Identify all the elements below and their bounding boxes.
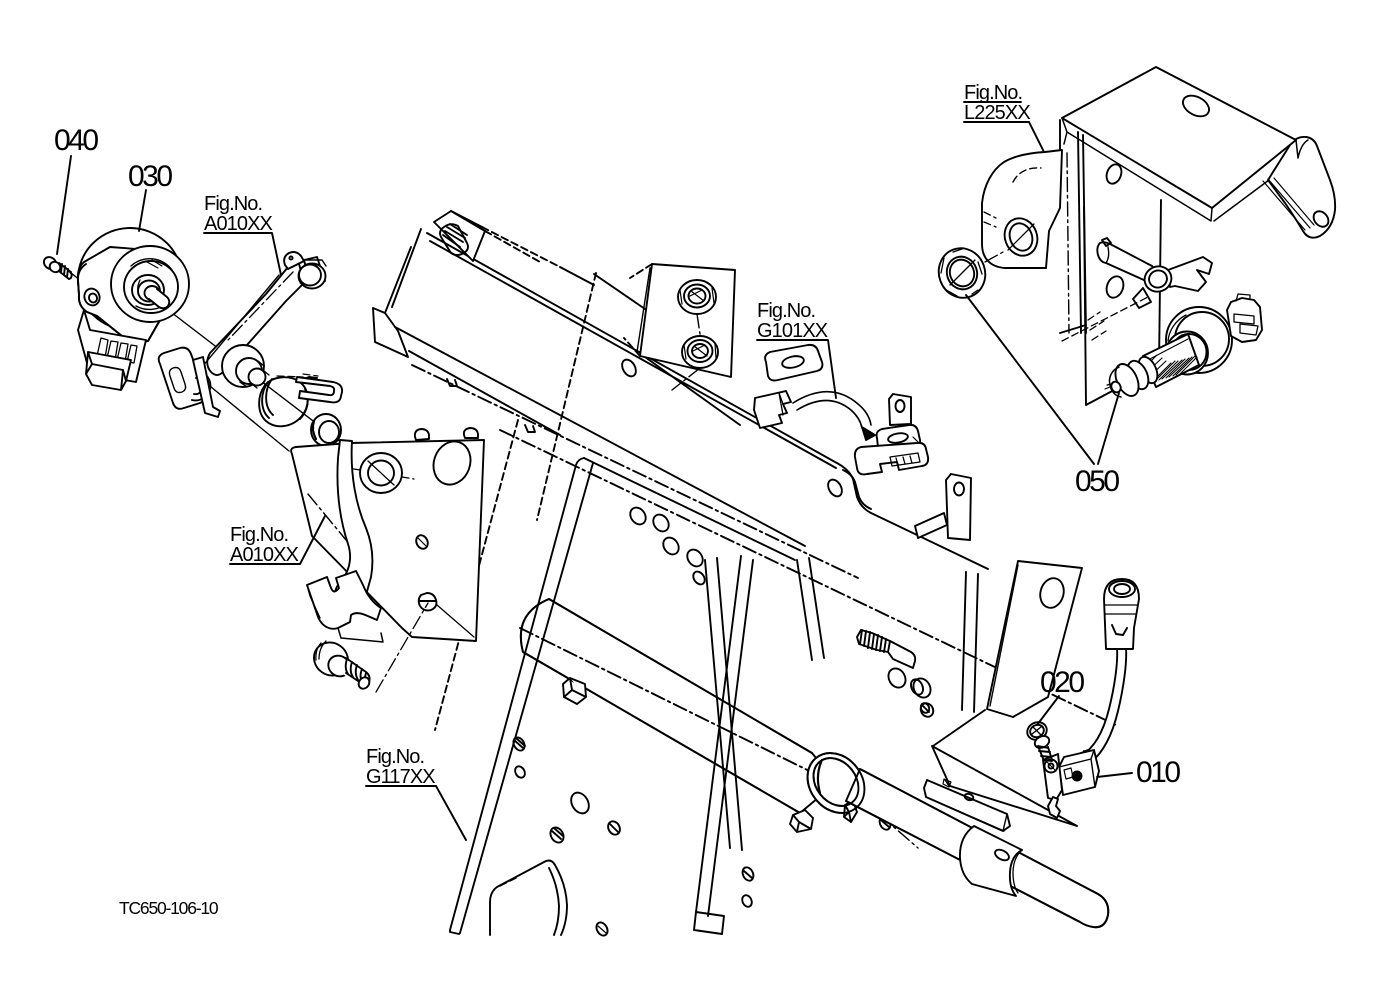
svg-text:Fig.No.: Fig.No. [964,82,1022,104]
svg-text:G101XX: G101XX [757,320,828,342]
svg-text:Fig.No.: Fig.No. [204,193,262,215]
svg-text:010: 010 [1136,756,1180,789]
svg-text:A010XX: A010XX [230,544,299,566]
svg-text:050: 050 [1075,465,1119,498]
svg-text:Fig.No.: Fig.No. [230,524,288,546]
svg-text:G117XX: G117XX [366,766,435,788]
svg-text:030: 030 [128,160,172,193]
svg-text:Fig.No.: Fig.No. [757,300,815,322]
svg-text:020: 020 [1040,666,1084,699]
svg-text:A010XX: A010XX [204,213,273,235]
svg-text:L225XX: L225XX [964,102,1030,124]
svg-text:Fig.No.: Fig.No. [366,746,424,768]
svg-text:040: 040 [54,124,98,157]
svg-text:TC650-106-10: TC650-106-10 [119,898,219,918]
